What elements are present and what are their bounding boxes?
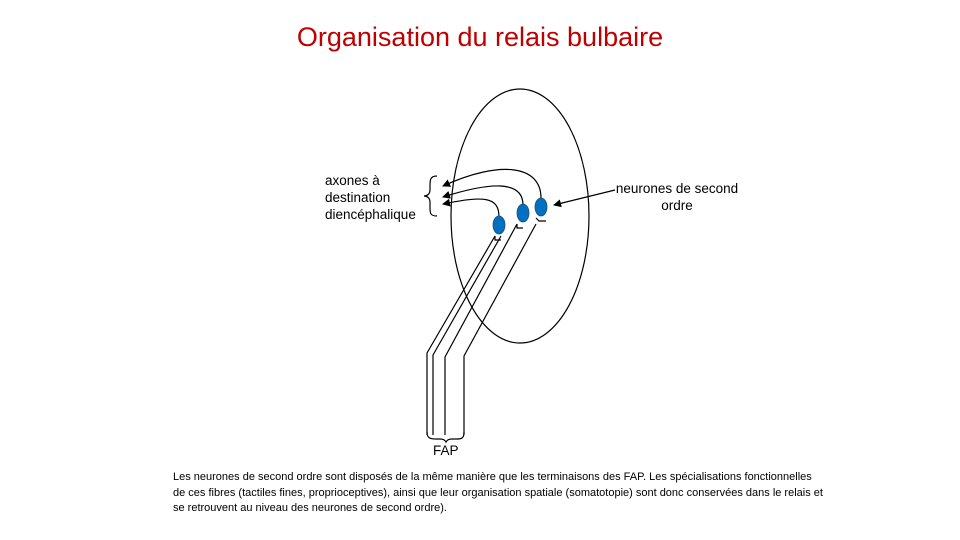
second-order-axon — [442, 185, 524, 206]
fap-terminal — [516, 224, 523, 229]
fap-fiber-outer-right — [463, 223, 537, 435]
second-order-neuron — [492, 215, 506, 235]
axon-destination-label: axones à destination diencéphalique — [325, 172, 435, 223]
neuron-pointer-arrow — [553, 189, 616, 208]
fap-fiber-inner-right — [444, 223, 518, 435]
fap-fiber-outer-left — [426, 235, 496, 435]
second-order-axon — [442, 168, 542, 199]
relay-nucleus-ellipse — [450, 88, 590, 344]
second-order-neuron-label: neurones de second ordre — [615, 181, 739, 213]
fap-fiber-inner-left — [432, 235, 502, 435]
axon-brace — [423, 175, 438, 217]
fap-terminal — [494, 236, 501, 241]
second-order-neuron — [534, 197, 548, 217]
fap-brace — [426, 431, 465, 444]
second-order-axon — [442, 198, 500, 218]
axon-label-line: diencéphalique — [325, 207, 416, 222]
second-order-neuron — [516, 203, 530, 223]
fap-terminal — [535, 217, 546, 222]
caption-text: Les neurones de second ordre sont dispos… — [173, 471, 823, 514]
fap-label: FAP — [433, 443, 459, 458]
axon-label-line: destination — [325, 190, 391, 205]
slide-title: Organisation du relais bulbaire — [296, 22, 664, 52]
axon-label-line: axones à — [325, 173, 380, 188]
